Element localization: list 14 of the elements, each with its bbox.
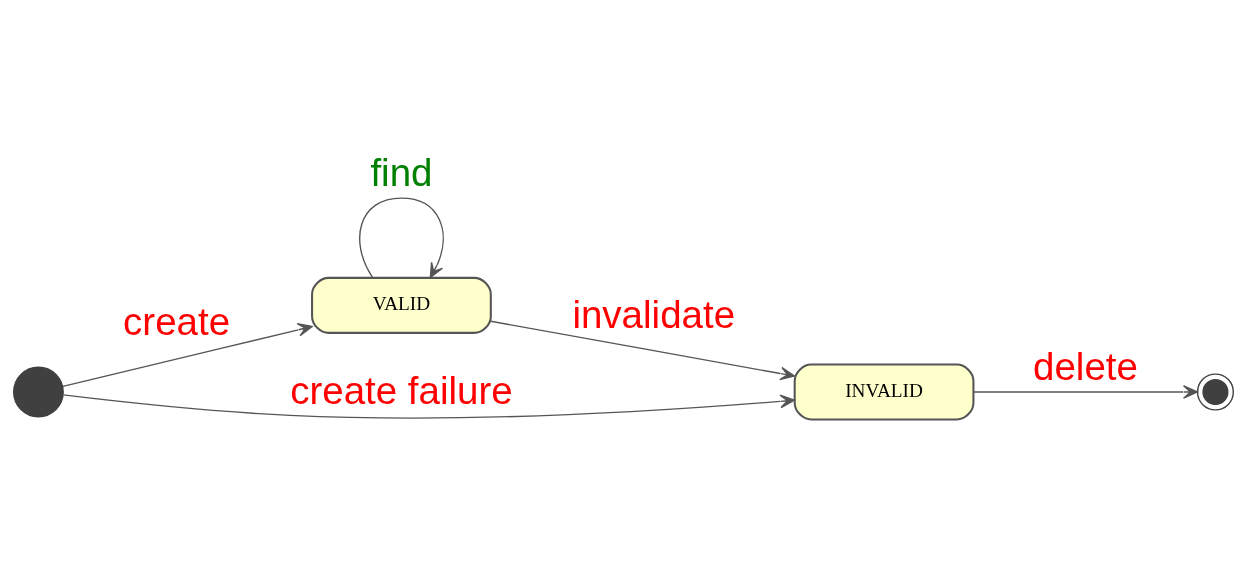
node-box: INVALID — [793, 362, 975, 421]
edge-label: create failure — [290, 368, 513, 412]
edge-label: invalidate — [572, 292, 736, 336]
edge-label: find — [370, 150, 433, 194]
node-box: VALID — [311, 276, 492, 334]
arrow — [490, 320, 796, 380]
node-circle — [13, 366, 64, 417]
node-doublecircle — [1196, 372, 1234, 411]
arrow — [972, 384, 1198, 399]
arrow — [62, 322, 313, 387]
arrow — [359, 196, 444, 278]
edge-label: delete — [1033, 344, 1138, 388]
arrow — [62, 393, 795, 419]
edge-label: create — [123, 299, 231, 343]
